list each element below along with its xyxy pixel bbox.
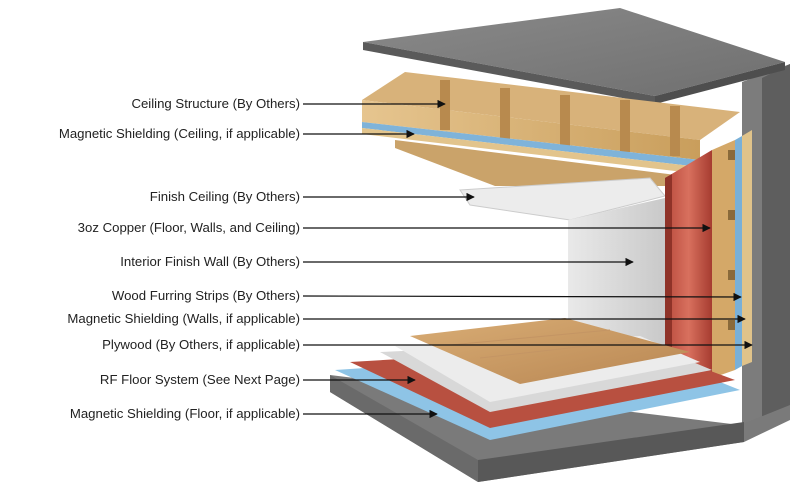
callout-plywood: Plywood (By Others, if applicable) — [102, 337, 300, 352]
callout-rf-floor-system: RF Floor System (See Next Page) — [99, 372, 300, 387]
callout-magnetic-shielding-floor: Magnetic Shielding (Floor, if applicable… — [69, 406, 300, 421]
wall-layers — [712, 130, 752, 378]
callout-copper: 3oz Copper (Floor, Walls, and Ceiling) — [77, 220, 300, 235]
finish-ceiling-panel — [459, 177, 666, 221]
callout-ceiling-structure: Ceiling Structure (By Others) — [131, 96, 300, 111]
ceiling-slab — [363, 8, 785, 104]
callout-wood-furring-strips: Wood Furring Strips (By Others) — [111, 288, 300, 303]
callout-magnetic-shielding-walls: Magnetic Shielding (Walls, if applicable… — [67, 311, 300, 326]
callout-interior-finish-wall: Interior Finish Wall (By Others) — [120, 254, 300, 269]
ceiling-structure-wood — [362, 72, 748, 186]
leader-wood-furring — [302, 292, 742, 302]
floor-layers — [335, 318, 740, 440]
copper-wall-layer — [665, 150, 712, 395]
leader-arrows — [302, 99, 753, 419]
callout-finish-ceiling: Finish Ceiling (By Others) — [149, 189, 300, 204]
callout-magnetic-shielding-ceiling: Magnetic Shielding (Ceiling, if applicab… — [58, 126, 300, 141]
interior-finish-wall-panel — [568, 198, 665, 350]
